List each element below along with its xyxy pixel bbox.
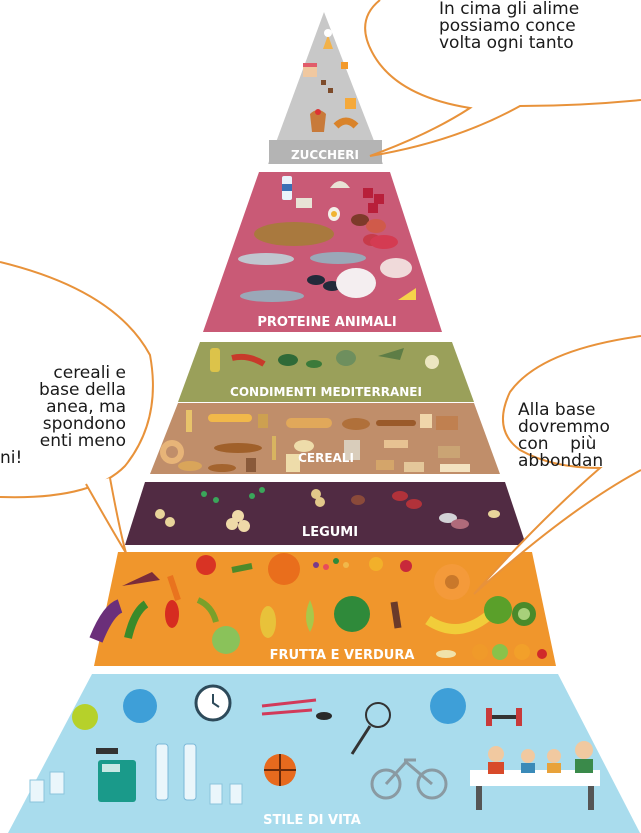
level-cereals: CEREALI bbox=[150, 403, 500, 474]
speech-bubble-left-text: cereali e base della anea, ma spondono e… bbox=[0, 365, 126, 467]
level-condiments: CONDIMENTI MEDITERRANEI bbox=[178, 342, 474, 402]
level-proteins-label: PROTEINE ANIMALI bbox=[257, 315, 396, 330]
speech-bubble-right-text: Alla base dovremmo con più abbondan bbox=[518, 402, 610, 470]
level-legumes: LEGUMI bbox=[125, 482, 526, 545]
level-condiments-label: CONDIMENTI MEDITERRANEI bbox=[230, 385, 422, 399]
level-fruit-veg-label: FRUTTA E VERDURA bbox=[270, 648, 415, 663]
level-fruit-veg: FRUTTA E VERDURA bbox=[94, 552, 556, 666]
level-cereals-label: CEREALI bbox=[298, 451, 354, 465]
speech-bubble-top-text: In cima gli alime possiamo conce volta o… bbox=[439, 1, 579, 52]
speech-bubble-right-line: abbondan bbox=[518, 453, 610, 470]
level-sugars-label: ZUCCHERI bbox=[291, 148, 359, 162]
level-proteins: PROTEINE ANIMALI bbox=[203, 172, 442, 332]
speech-bubble-top-line: volta ogni tanto bbox=[439, 35, 579, 52]
speech-bubble-left-tail bbox=[86, 478, 126, 553]
level-legumes-label: LEGUMI bbox=[302, 525, 358, 540]
level-lifestyle-label: STILE DI VITA bbox=[263, 813, 361, 828]
speech-bubble-left-line: ni! bbox=[0, 450, 126, 467]
level-lifestyle: STILE DI VITA bbox=[8, 674, 640, 833]
level-proteins-band bbox=[203, 172, 442, 332]
